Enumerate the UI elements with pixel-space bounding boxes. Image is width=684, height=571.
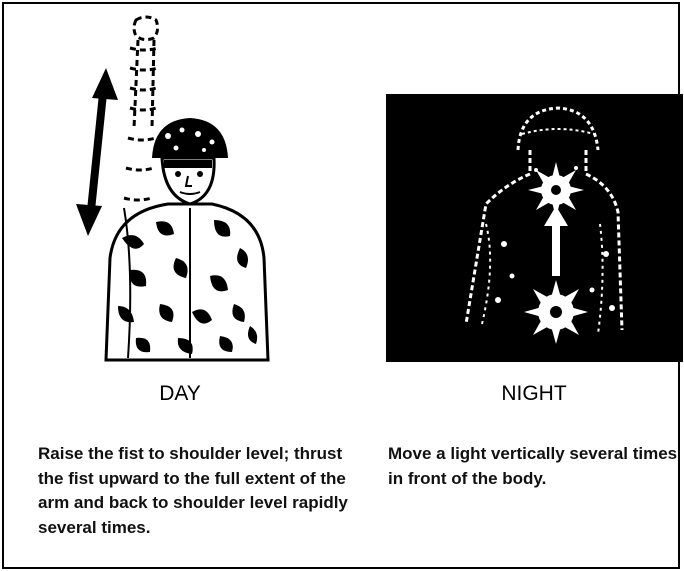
day-description: Raise the fist to shoulder level; thrust… — [38, 442, 356, 540]
helmet — [152, 118, 228, 158]
night-title: NIGHT — [474, 382, 594, 406]
night-soldier-illustration — [386, 94, 683, 362]
raised-fist-trail — [124, 17, 158, 200]
night-description: Move a light vertically several times in… — [388, 442, 684, 491]
double-arrow-icon — [76, 68, 118, 236]
day-title: DAY — [120, 382, 240, 406]
day-soldier-illustration — [64, 8, 284, 368]
